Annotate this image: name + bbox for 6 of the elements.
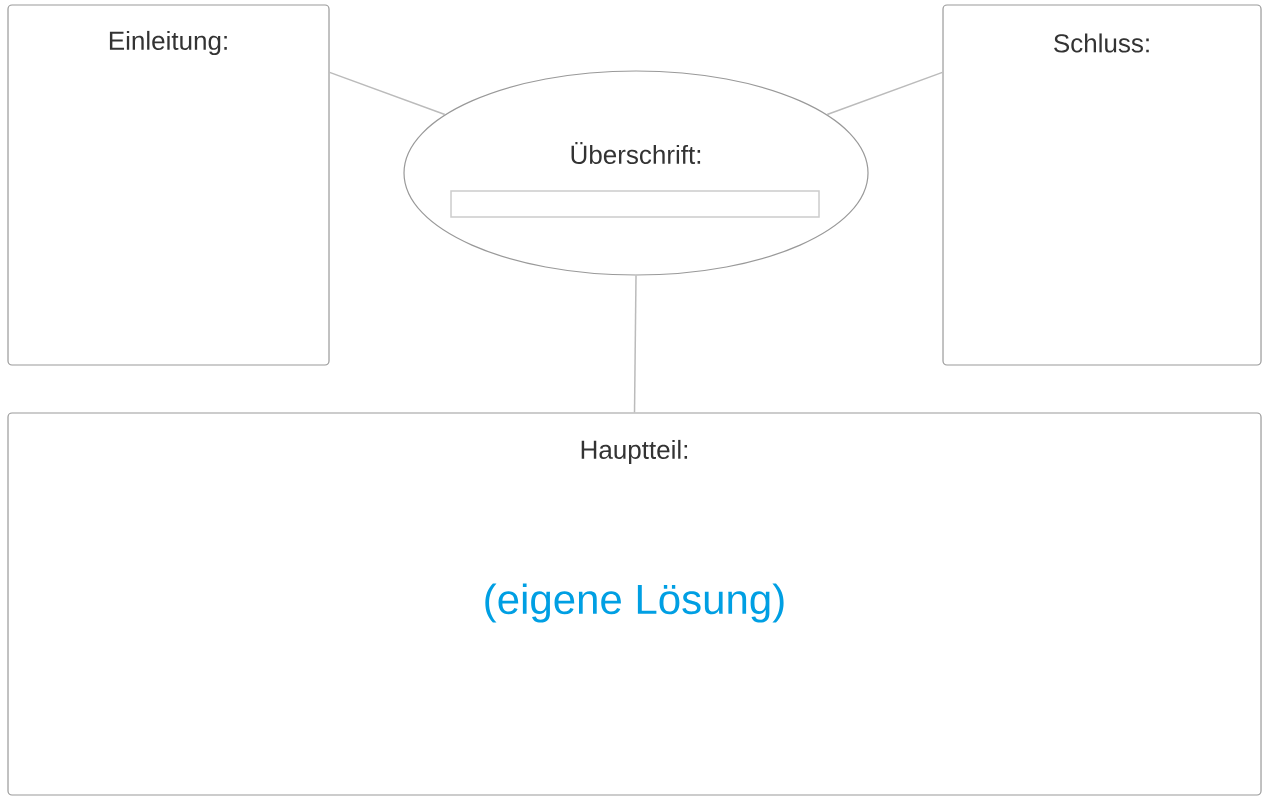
text-box: Hauptteil: (eigene Lösung): [7, 412, 1262, 796]
connector-line: [633, 274, 637, 414]
connector-line: [328, 71, 446, 116]
text-box: Schluss:: [942, 4, 1262, 366]
connector-line: [826, 71, 944, 116]
text-box: Einleitung:: [7, 4, 330, 366]
